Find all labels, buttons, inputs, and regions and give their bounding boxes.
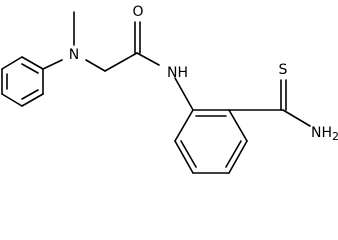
thioamide-nh2-label: NH2 [311,125,338,143]
amide-group [104,21,160,72]
chemical-structure: O N NH S NH2 [1,4,338,174]
amine-nitrogen-label: N [69,47,79,63]
n-methyl-aniline-group [42,11,106,72]
amide-nh-label: NH [167,65,188,81]
benzene-ring-right [174,77,248,174]
phenyl-ring-left [1,56,44,107]
thioamide-group [228,79,311,127]
oxygen-label: O [132,4,143,20]
sulfur-label: S [279,62,288,78]
